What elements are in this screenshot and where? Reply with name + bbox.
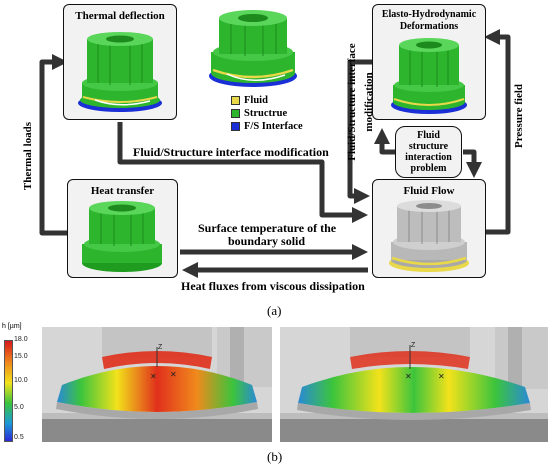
thermal-loads-label: Thermal loads (22, 121, 34, 191)
thermal-deflection-model (78, 32, 162, 112)
fsi-problem-box: Fluid structure interaction problem (395, 126, 462, 178)
heat-transfer-model (82, 201, 162, 272)
pressure-field-arrow (483, 28, 511, 235)
film-thickness-render-right: Z ✕ ✕ (280, 327, 548, 442)
ehd-model (391, 38, 467, 114)
colorbar-tick-4: 5.0 (14, 404, 24, 411)
vertical-fs-arrow (347, 59, 372, 205)
surface-temp-label-1: Surface temperature of the (198, 221, 337, 235)
fluid-flow-model (389, 200, 469, 272)
heat-fluxes-label: Heat fluxes from viscous dissipation (181, 279, 365, 293)
vertical-fs-label-2: modification (363, 72, 375, 132)
fsi-link-down-arrow (463, 149, 483, 179)
fsi-link-up-arrow (373, 127, 395, 155)
colorbar (4, 340, 13, 442)
colorbar-title: h [µm] (2, 323, 22, 330)
legend-label-fluid: Fluid (244, 95, 268, 106)
legend-swatch-interface (231, 122, 240, 131)
render-left-axis-label: Z (158, 344, 163, 351)
fs-interface-arrow (117, 122, 369, 224)
fsi-line2: structure (408, 141, 449, 152)
ehd-deformations-box: Elasto-Hydrodynamic Deformations (372, 4, 486, 120)
render-right-axis-label: Z (411, 342, 416, 349)
caption-a: (a) (267, 303, 282, 318)
colorbar-tick-1: 18.0 (14, 336, 28, 343)
thermal-deflection-box: Thermal deflection (63, 4, 177, 120)
colorbar-tick-3: 10.0 (14, 377, 28, 384)
flow-arrows (39, 28, 511, 279)
legend-label-interface: F/S Interface (244, 121, 303, 132)
center-model (209, 10, 297, 87)
fluid-flow-title: Fluid Flow (403, 185, 455, 197)
colorbar-tick-2: 15.0 (14, 353, 28, 360)
caption-b: (b) (267, 449, 283, 464)
pressure-field-label: Pressure field (513, 83, 525, 149)
ehd-title-line2: Deformations (399, 21, 459, 32)
heat-transfer-title: Heat transfer (90, 185, 155, 197)
heat-transfer-box: Heat transfer (67, 179, 178, 278)
legend-swatch-structure (231, 109, 240, 118)
legend-label-structure: Structrue (244, 108, 288, 119)
fsi-line3: interaction (405, 152, 452, 163)
thermal-deflection-title: Thermal deflection (75, 10, 165, 22)
vertical-fs-label-1: Fluid/Structure interface (346, 43, 358, 161)
render-right-graphic: Z ✕ ✕ (280, 327, 548, 442)
thermal-loads-arrow (39, 53, 69, 236)
render-left-graphic: Z ✕ ✕ (42, 327, 272, 442)
ehd-title-line1: Elasto-Hydrodynamic (381, 9, 477, 20)
svg-text:✕: ✕ (170, 370, 177, 379)
fs-interface-label: Fluid/Structure interface modification (133, 145, 329, 159)
surface-temp-label-2: boundary solid (228, 234, 306, 248)
fluid-flow-box: Fluid Flow (372, 179, 486, 278)
svg-text:✕: ✕ (405, 372, 412, 381)
film-thickness-render-left: Z ✕ ✕ (42, 327, 272, 442)
fsi-line1: Fluid (417, 130, 440, 141)
svg-text:✕: ✕ (150, 372, 157, 381)
colorbar-tick-5: 0.5 (14, 434, 24, 441)
svg-text:✕: ✕ (438, 372, 445, 381)
fsi-line4: problem (410, 163, 447, 174)
legend-swatch-fluid (231, 96, 240, 105)
